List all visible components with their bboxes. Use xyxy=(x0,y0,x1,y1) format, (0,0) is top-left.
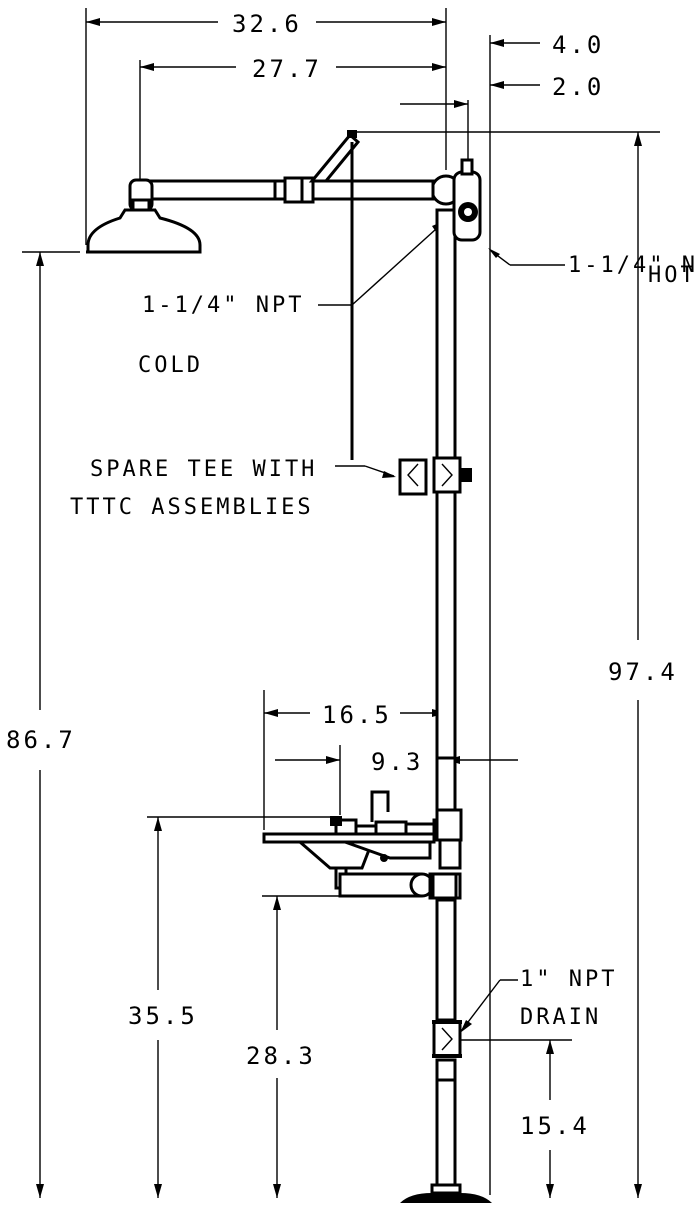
dim-line-27-7 xyxy=(140,63,446,71)
dim-bowl-height: 35.5 xyxy=(128,1002,198,1030)
callout-cold-line1: 1-1/4" NPT xyxy=(142,293,304,318)
shower-valve xyxy=(430,158,482,242)
shower-head xyxy=(86,178,202,254)
leader-lines xyxy=(318,219,565,1033)
dim-bowl-offset: 9.3 xyxy=(371,748,423,776)
callout-hot-line1: 1-1/4" NPT xyxy=(568,253,699,278)
callout-spare-tee-line1: SPARE TEE WITH xyxy=(90,457,317,482)
callout-drain-line1: 1" NPT xyxy=(520,967,617,992)
dim-line-28-3 xyxy=(273,896,281,1198)
drain-tee xyxy=(432,1020,462,1058)
pull-rod xyxy=(308,130,361,460)
extension-lines xyxy=(22,8,660,1195)
dim-shower-arm: 27.7 xyxy=(252,55,322,83)
dim-overall-height: 97.4 xyxy=(608,658,678,686)
dim-line-4-0 xyxy=(490,39,540,47)
dim-hot-offset: 4.0 xyxy=(552,31,604,59)
dim-line-35-5 xyxy=(154,817,162,1198)
callout-drain-line2: DRAIN xyxy=(520,1005,601,1030)
dim-wall-offset: 2.0 xyxy=(552,73,604,101)
dim-line-32-6 xyxy=(86,18,446,26)
dim-drain-height: 15.4 xyxy=(520,1112,590,1140)
spare-tee xyxy=(398,456,472,496)
dim-line-2-0 xyxy=(400,81,540,108)
callout-cold-line2: COLD xyxy=(138,353,203,378)
dim-line-97-4 xyxy=(634,132,642,1198)
callout-hot-line2: HOT xyxy=(648,263,697,288)
eyewash-bowl xyxy=(262,790,463,900)
dim-bowl-reach: 16.5 xyxy=(322,701,392,729)
dim-line-15-4 xyxy=(546,1040,554,1198)
floor-flange xyxy=(400,1183,492,1203)
dim-line-86-7 xyxy=(36,252,44,1198)
dim-shower-head-height: 86.7 xyxy=(6,726,76,754)
shower-arm xyxy=(148,176,435,204)
dim-bowl-bottom-height: 28.3 xyxy=(246,1042,316,1070)
dim-shower-reach: 32.6 xyxy=(232,10,302,38)
callout-spare-tee-line2: TTTC ASSEMBLIES xyxy=(70,495,314,520)
